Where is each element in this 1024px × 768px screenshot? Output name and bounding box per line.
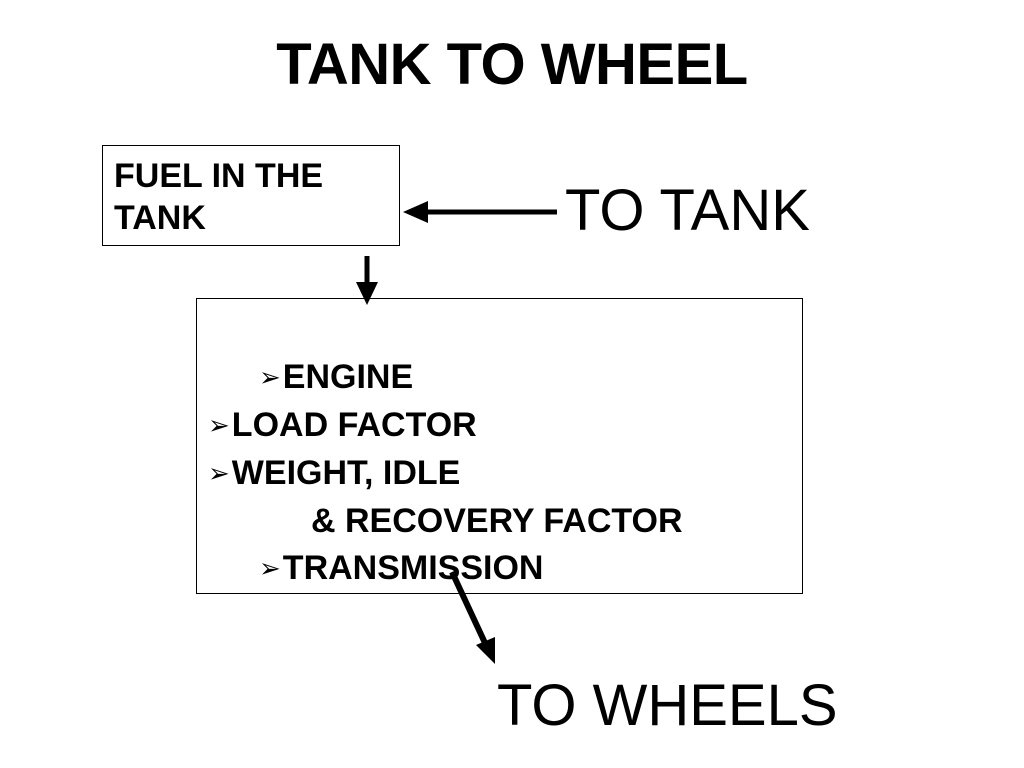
- arrow-fuel-to-factors: [356, 256, 378, 305]
- arrow-bullet-icon: ➢: [208, 458, 230, 488]
- fuel-box-line-2: TANK: [114, 199, 206, 237]
- factor-weight-idle-label: WEIGHT, IDLE: [231, 454, 461, 492]
- slide-title: TANK TO WHEEL: [276, 32, 748, 97]
- factor-load-label: LOAD FACTOR: [231, 406, 477, 444]
- arrow-bullet-icon: ➢: [259, 553, 281, 583]
- to-tank-label: TO TANK: [565, 178, 810, 243]
- arrow-bullet-icon: ➢: [208, 410, 230, 440]
- factor-weight-idle: ➢WEIGHT, IDLE: [208, 453, 460, 495]
- arrow-to-tank: [403, 201, 557, 223]
- arrow-bullet-icon: ➢: [259, 362, 281, 392]
- arrow-to-wheels: [449, 570, 495, 664]
- factor-engine-label: ENGINE: [282, 358, 414, 396]
- to-wheels-label: TO WHEELS: [497, 673, 838, 738]
- factor-engine: ➢ENGINE: [259, 357, 413, 399]
- factors-box: [196, 298, 803, 594]
- factor-recovery: & RECOVERY FACTOR: [311, 502, 683, 540]
- factor-load: ➢LOAD FACTOR: [208, 405, 477, 447]
- fuel-box-line-1: FUEL IN THE: [114, 157, 324, 195]
- factor-transmission: ➢TRANSMISSION: [259, 548, 543, 590]
- fuel-in-tank-box: FUEL IN THE TANK: [102, 145, 400, 246]
- factor-transmission-label: TRANSMISSION: [282, 549, 544, 587]
